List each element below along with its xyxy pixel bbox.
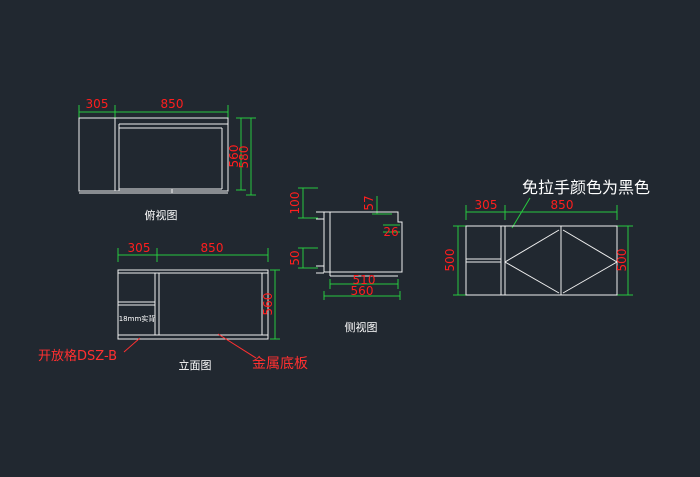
side-view-outline xyxy=(316,211,403,277)
top-view-outline xyxy=(78,117,229,194)
right-view-dimension-lines xyxy=(453,197,633,296)
front-view-inner-label: 18mm实背 xyxy=(119,314,156,323)
right-view-dim-left: 305 xyxy=(475,198,498,212)
side-view-dim-mid-right: 26 xyxy=(383,225,398,239)
front-view-dim-right: 850 xyxy=(201,241,224,255)
front-view-dim-left: 305 xyxy=(128,241,151,255)
front-view-caption: 立面图 xyxy=(179,358,212,372)
front-view-leaders xyxy=(123,333,257,359)
front-view-note-right: 金属底板 xyxy=(252,356,308,372)
side-view-dim-top-left: 100 xyxy=(288,192,302,215)
right-view-dim-height-left: 500 xyxy=(443,249,457,272)
front-view-dim-height: 560 xyxy=(261,293,275,316)
top-view-dim-right: 850 xyxy=(161,97,184,111)
side-view: 100 50 57 26 510 560 侧视图 xyxy=(288,187,403,334)
side-view-dim-bottom-left: 50 xyxy=(288,250,302,265)
right-view-dim-right: 850 xyxy=(551,198,574,212)
right-view-title: 免拉手颜色为黑色 xyxy=(522,178,650,197)
top-view-dimension-lines xyxy=(78,105,256,196)
right-view-outline xyxy=(465,225,618,296)
top-view-caption: 俯视图 xyxy=(145,208,178,222)
side-view-dim-bottom-inner: 510 xyxy=(353,273,376,287)
side-view-dim-top-right: 57 xyxy=(362,195,376,210)
top-view-dim-height-inner: 560 xyxy=(227,145,241,168)
top-view: 305 850 560 580 俯视图 xyxy=(78,97,256,222)
right-view: 免拉手颜色为黑色 305 850 500 500 xyxy=(443,178,650,296)
side-view-dimension-lines xyxy=(298,187,401,300)
front-view-note-left: 开放格DSZ-B xyxy=(38,348,117,364)
top-view-dim-left: 305 xyxy=(86,97,109,111)
front-view-outline xyxy=(117,269,269,340)
right-view-dim-height-right: 500 xyxy=(615,249,629,272)
side-view-dim-bottom-outer: 560 xyxy=(351,284,374,298)
top-view-dim-height-outer: 580 xyxy=(237,146,251,169)
front-view: 305 850 560 18mm实背 立面图 开放格DSZ-B 金属底板 xyxy=(38,241,308,372)
front-view-dimension-lines xyxy=(117,248,280,340)
side-view-caption: 侧视图 xyxy=(345,320,378,334)
